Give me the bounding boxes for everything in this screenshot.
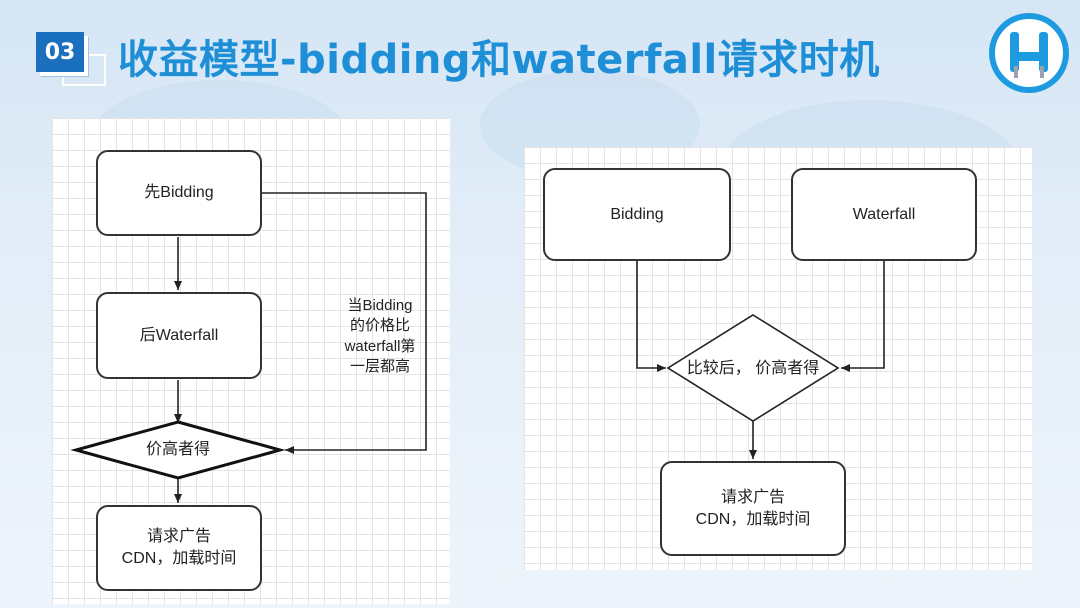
result-line-1: 请求广告	[146, 528, 211, 546]
node-request-ad-right: 请求广告 CDN，加载时间	[660, 461, 846, 556]
compare-line-2: 价高者得	[755, 359, 820, 377]
note-line-1: 当Bidding	[347, 297, 413, 314]
right-connectors	[636, 261, 885, 459]
compare-diamond	[666, 314, 840, 422]
note-line-2: 的价格比	[349, 317, 410, 335]
right-flowchart-panel: Bidding Waterfall 比较后， 价高者得 请求广告 CDN，加载时…	[524, 147, 1032, 570]
node-request-ad: 请求广告 CDN，加载时间	[96, 505, 262, 591]
result-line-2: CDN，加载时间	[695, 510, 811, 528]
node-bidding: Bidding	[543, 168, 731, 261]
compare-label: 比较后， 价高者得	[683, 347, 823, 391]
arrow-bypass-to-decision	[262, 192, 427, 454]
condition-note: 当Bidding 的价格比 waterfall第 一层都高	[328, 296, 432, 377]
node-then-waterfall: 后Waterfall	[96, 292, 262, 379]
note-line-3: waterfall第	[344, 337, 416, 355]
node-first-bidding: 先Bidding	[96, 150, 262, 236]
node-waterfall: Waterfall	[791, 168, 977, 261]
result-line-1: 请求广告	[720, 488, 785, 506]
decision-diamond	[70, 420, 286, 480]
note-line-4: 一层都高	[349, 357, 410, 375]
result-line-2: CDN，加载时间	[121, 550, 237, 567]
section-number-badge: 03	[36, 32, 84, 72]
left-connectors	[70, 192, 427, 503]
arrow-bidding-to-compare	[636, 261, 666, 372]
left-flowchart-panel: 先Bidding 后Waterfall 价高者得 请求广告 CDN，加载时间 当…	[52, 118, 450, 604]
decision-label: 价高者得	[145, 440, 210, 458]
compare-line-1: 比较后，	[686, 359, 751, 377]
w-logo-icon	[989, 13, 1069, 93]
slide-title: 收益模型-bidding和waterfall请求时机	[118, 37, 880, 83]
arrow-waterfall-to-compare	[841, 261, 885, 372]
